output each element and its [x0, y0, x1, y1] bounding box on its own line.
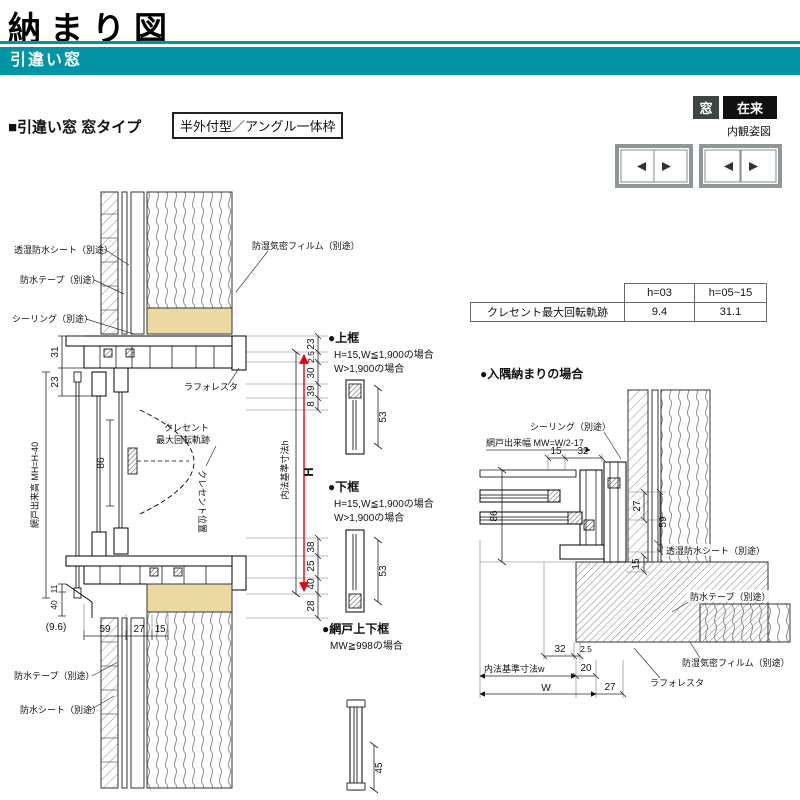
corner-detail-title: ●入隅納まりの場合: [480, 366, 584, 381]
dim-32-top: 32: [577, 446, 589, 457]
right-wall-insulation: [699, 603, 791, 643]
label-breathable-sheet-right: 透湿防水シート（別途）: [666, 545, 765, 556]
dim-23-right: 23: [306, 338, 317, 350]
bottom-rail-cond1: H=15,W≦1,900の場合: [334, 497, 434, 510]
bottom-rail-dim-53: 53: [378, 565, 389, 577]
label-vapor-film-right: 防湿気密フィルム（別途）: [682, 657, 790, 668]
dim-15: 15: [154, 624, 166, 635]
label-inner-height: 内法基準寸法h: [279, 440, 290, 499]
left-head-frame: [65, 335, 247, 371]
table-val-h0515: 31.1: [694, 302, 767, 322]
dim-59: 59: [99, 624, 111, 635]
table-col-h03: h=03: [624, 283, 695, 303]
right-wall-vertical: [627, 389, 711, 563]
dim-27-right: 27: [632, 500, 643, 512]
left-sashes: [73, 367, 195, 599]
label-waterproof-tape-top: 防水テープ（別途）: [20, 274, 100, 285]
left-dimension-lines: [42, 332, 328, 640]
dim-31: 31: [50, 346, 61, 358]
left-wall-top: [100, 191, 233, 335]
dim-8: 8: [306, 401, 317, 407]
crescent-handle: [127, 447, 138, 475]
label-screen-width: 網戸出来幅 MW=W/2-17: [486, 437, 584, 448]
label-laforesta-right: ラフォレスタ: [650, 678, 704, 688]
label-waterproof-tape-bottom: 防水テープ（別途）: [14, 670, 94, 681]
dim-40-left: 40: [49, 600, 59, 610]
window-elevation-diagrams: [615, 144, 782, 188]
slide-arrow-right-icon: [749, 162, 758, 171]
dim-25: 25: [306, 560, 317, 572]
dim-39: 39: [306, 385, 317, 397]
label-screen-height: 網戸出来高 MH=H-40: [29, 442, 40, 528]
crescent-table: h=03 h=05~15 クレセント最大回転軌跡 9.4 31.1: [470, 283, 767, 322]
dim-86-right: 86: [489, 510, 500, 522]
subtitle-bar: 引違い窓: [0, 47, 800, 75]
dim-27: 27: [133, 624, 145, 635]
top-rail-cond1: H=15,W≦1,900の場合: [334, 348, 434, 361]
top-rail-dim-53: 53: [378, 411, 389, 423]
label-inner-width: 内法基準寸法w: [484, 663, 545, 674]
screen-rail-title: ●網戸上下框: [322, 621, 389, 636]
right-jamb-frame: [559, 461, 627, 563]
dim-38: 38: [306, 541, 317, 553]
dim-23-left: 23: [50, 376, 61, 388]
top-rail-title: ●上框: [328, 330, 359, 345]
left-wall-bottom: [100, 583, 233, 789]
screen-rail-cond: MW≧998の場合: [330, 639, 403, 652]
window-type-box: 半外付型／アングル一体枠: [172, 112, 344, 139]
label-waterproof-tape-right: 防水テープ（別途）: [690, 591, 770, 602]
dim-27-bottom: 27: [604, 682, 616, 693]
dim-15-top: 15: [550, 446, 562, 457]
crescent-rotation-arc: [139, 409, 195, 515]
label-vapor-film: 防湿気密フィルム（別途）: [252, 240, 360, 251]
bottom-rail-title: ●下框: [328, 479, 359, 494]
top-rail-cond2: W>1,900の場合: [334, 362, 404, 375]
dim-2-5-right: 2.5: [580, 644, 592, 654]
slide-arrow-left-icon: [637, 162, 646, 171]
right-leader-lines: [486, 431, 701, 679]
label-laforesta: ラフォレスタ: [184, 382, 238, 392]
right-dimension-lines: [479, 454, 666, 698]
dim-30: 30: [306, 367, 317, 379]
label-crescent-line1: クレセント: [164, 423, 209, 433]
dim-20: 20: [580, 663, 592, 674]
dim-32-bottom: 32: [554, 644, 566, 655]
dim-86: 86: [96, 457, 107, 469]
section-label: ■引違い窓 窓タイプ: [8, 119, 142, 136]
slide-arrow-right-icon: [662, 162, 671, 171]
interior-view-label: 内観姿図: [727, 126, 771, 138]
dim-11: 11: [49, 584, 59, 593]
dim-40-right: 40: [306, 578, 317, 590]
label-sealing-right: シーリング（別途）: [530, 421, 611, 432]
dim-2-5: 2.5: [306, 351, 316, 363]
dim-28: 28: [306, 600, 317, 612]
label-sealing: シーリング（別途）: [12, 313, 93, 324]
tag-window: 窓: [693, 96, 719, 119]
label-breathable-sheet-top: 透湿防水シート（別途）: [14, 244, 113, 255]
label-waterproof-sheet-bottom: 防水シート（別途）: [20, 704, 101, 715]
middle-profiles: ●上框 H=15,W≦1,900の場合 W>1,900の場合 53 ●下框 H=…: [322, 330, 434, 794]
label-H: H: [301, 467, 316, 476]
table-val-h03: 9.4: [624, 302, 695, 322]
label-W: W: [541, 683, 551, 694]
slide-arrow-left-icon: [724, 162, 733, 171]
dim-15-right: 15: [631, 558, 642, 570]
subtitle-text: 引違い窓: [10, 52, 83, 69]
bottom-rail-cond2: W>1,900の場合: [334, 511, 404, 524]
left-leader-lines: [85, 248, 269, 711]
right-sash-panels: [479, 469, 583, 525]
label-crescent-line2: 最大回転軌跡: [156, 434, 210, 445]
title-rule: [0, 41, 800, 44]
right-corner-detail: ●入隅納まりの場合: [479, 366, 791, 698]
table-row-label: クレセント最大回転軌跡: [470, 302, 625, 322]
page-title: 納まり図: [8, 10, 176, 47]
screen-rail-dim-45: 45: [374, 762, 385, 774]
dim-9-6: (9.6): [46, 622, 67, 633]
dim-59-right: 59: [658, 516, 669, 528]
label-crescent-position: クレセント位置: [197, 470, 208, 533]
tag-zairai: 在来: [723, 96, 777, 119]
table-col-h0515: h=05~15: [694, 283, 767, 303]
